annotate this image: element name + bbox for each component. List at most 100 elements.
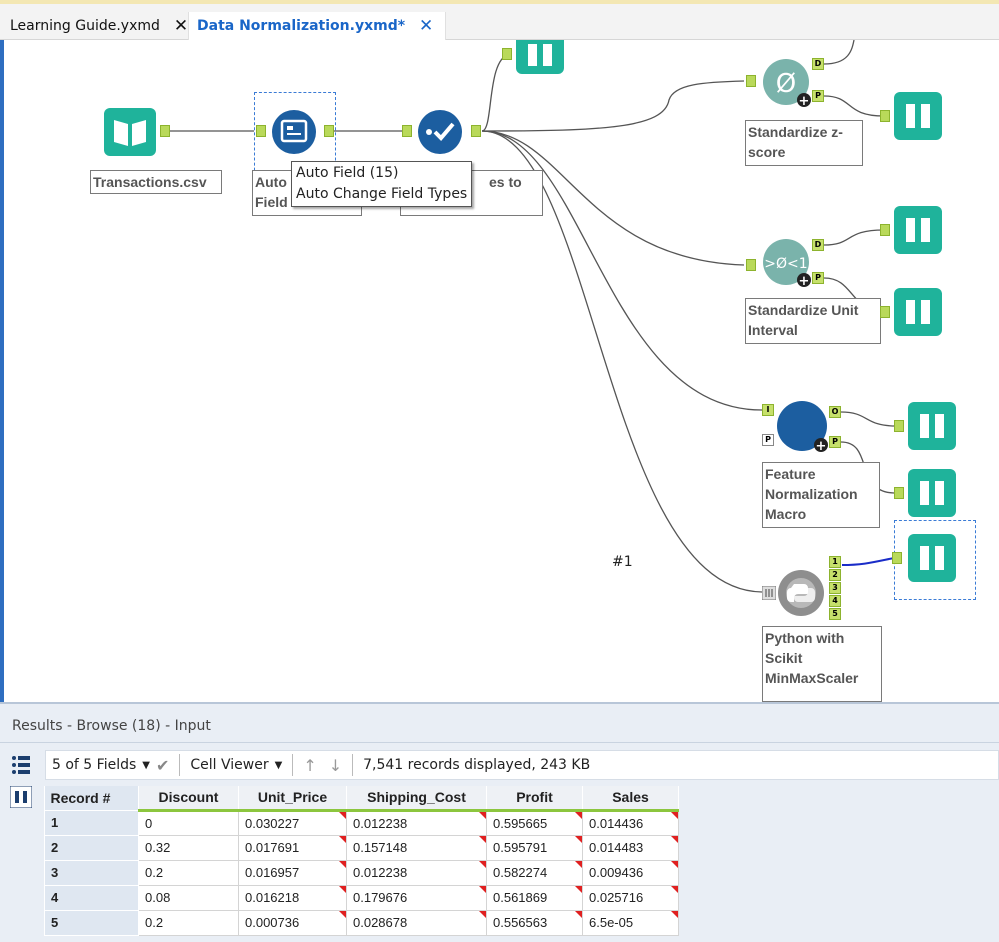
cell-sales[interactable]: 0.014483 xyxy=(583,835,679,860)
input-anchor[interactable] xyxy=(746,75,756,87)
cell-unit-price[interactable]: 0.000736 xyxy=(239,910,347,935)
browse-tool-selected[interactable] xyxy=(908,534,956,586)
cell-discount[interactable]: 0.2 xyxy=(139,910,239,935)
binoculars-icon xyxy=(908,534,956,582)
cell-discount[interactable]: 0.2 xyxy=(139,860,239,885)
svg-text:+: + xyxy=(816,439,827,454)
input-data-tool[interactable] xyxy=(104,108,156,160)
python-tool[interactable] xyxy=(776,568,826,622)
browse-tool[interactable] xyxy=(894,288,942,340)
input-anchor[interactable] xyxy=(880,224,890,236)
p-anchor[interactable]: P xyxy=(762,434,774,446)
table-row[interactable]: 3 0.2 0.016957 0.012238 0.582274 0.00943… xyxy=(45,860,679,885)
standardize-zscore-tool[interactable]: Ø + xyxy=(762,58,814,114)
p-anchor[interactable]: P xyxy=(812,90,824,102)
cell-profit[interactable]: 0.582274 xyxy=(487,860,583,885)
cell-shipping-cost[interactable]: 0.012238 xyxy=(347,810,487,835)
input-anchor[interactable] xyxy=(894,420,904,432)
binoculars-icon xyxy=(894,288,942,336)
arrow-down-icon[interactable]: ↓ xyxy=(323,751,348,779)
d-anchor[interactable]: D xyxy=(812,58,824,70)
select-tool[interactable] xyxy=(416,108,464,160)
cell-shipping-cost[interactable]: 0.028678 xyxy=(347,910,487,935)
workflow-canvas[interactable]: Transactions.csv Auto Field es to Auto F… xyxy=(0,40,999,702)
cell-unit-price[interactable]: 0.016957 xyxy=(239,860,347,885)
cell-unit-price[interactable]: 0.030227 xyxy=(239,810,347,835)
i-anchor[interactable]: I xyxy=(762,404,774,416)
cell-sales[interactable]: 0.014436 xyxy=(583,810,679,835)
python-input-anchor[interactable] xyxy=(762,586,776,604)
table-row[interactable]: 1 0 0.030227 0.012238 0.595665 0.014436 xyxy=(45,810,679,835)
macro-tool[interactable]: + xyxy=(776,400,832,460)
output-anchor[interactable] xyxy=(160,125,170,137)
cell-profit[interactable]: 0.556563 xyxy=(487,910,583,935)
svg-text:Ø: Ø xyxy=(776,69,796,99)
input-anchor[interactable] xyxy=(256,125,266,137)
cell-profit[interactable]: 0.595665 xyxy=(487,810,583,835)
column-header-discount[interactable]: Discount xyxy=(139,786,239,810)
cell-unit-price[interactable]: 0.017691 xyxy=(239,835,347,860)
browse-tool[interactable] xyxy=(516,40,564,78)
table-row[interactable]: 5 0.2 0.000736 0.028678 0.556563 6.5e-05 xyxy=(45,910,679,935)
cell-unit-price[interactable]: 0.016218 xyxy=(239,885,347,910)
cell-viewer-dropdown[interactable]: Cell Viewer ▼ xyxy=(184,751,288,779)
column-header-unit-price[interactable]: Unit_Price xyxy=(239,786,347,810)
output-anchor-2[interactable]: 2 xyxy=(829,569,841,581)
table-row[interactable]: 4 0.08 0.016218 0.179676 0.561869 0.0257… xyxy=(45,885,679,910)
output-anchor-4[interactable]: 4 xyxy=(829,595,841,607)
cell-discount[interactable]: 0.32 xyxy=(139,835,239,860)
column-header-shipping-cost[interactable]: Shipping_Cost xyxy=(347,786,487,810)
input-anchor[interactable] xyxy=(402,125,412,137)
browse-tool[interactable] xyxy=(908,469,956,521)
column-header-sales[interactable]: Sales xyxy=(583,786,679,810)
fields-dropdown[interactable]: 5 of 5 Fields ▼ ✔ xyxy=(46,751,175,779)
input-anchor[interactable] xyxy=(746,259,756,271)
binoculars-icon xyxy=(516,40,564,74)
auto-field-tool[interactable] xyxy=(270,108,318,160)
cell-profit[interactable]: 0.595791 xyxy=(487,835,583,860)
cell-discount[interactable]: 0 xyxy=(139,810,239,835)
output-anchor[interactable] xyxy=(324,125,334,137)
output-anchor[interactable] xyxy=(471,125,481,137)
column-header-record[interactable]: Record # xyxy=(45,786,139,810)
header-row: Record # Discount Unit_Price Shipping_Co… xyxy=(45,786,679,810)
d-anchor[interactable]: D xyxy=(812,239,824,251)
output-anchor-1[interactable]: 1 xyxy=(829,556,841,568)
cell-profit[interactable]: 0.561869 xyxy=(487,885,583,910)
table-row[interactable]: 2 0.32 0.017691 0.157148 0.595791 0.0144… xyxy=(45,835,679,860)
cell-shipping-cost[interactable]: 0.012238 xyxy=(347,860,487,885)
browse-tool[interactable] xyxy=(894,92,942,144)
binoculars-icon[interactable] xyxy=(10,786,32,808)
input-anchor[interactable] xyxy=(880,306,890,318)
browse-tool[interactable] xyxy=(894,206,942,258)
checkmark-icon[interactable]: ✔ xyxy=(156,756,169,775)
cell-sales[interactable]: 0.025716 xyxy=(583,885,679,910)
close-icon[interactable]: ✕ xyxy=(174,16,188,36)
cell-shipping-cost[interactable]: 0.157148 xyxy=(347,835,487,860)
cell-sales[interactable]: 0.009436 xyxy=(583,860,679,885)
list-view-icon[interactable] xyxy=(10,752,32,778)
separator xyxy=(179,754,180,776)
input-anchor[interactable] xyxy=(894,487,904,499)
output-anchor-3[interactable]: 3 xyxy=(829,582,841,594)
tab-data-normalization[interactable]: Data Normalization.yxmd* ✕ xyxy=(188,12,446,40)
output-anchor-5[interactable]: 5 xyxy=(829,608,841,620)
column-header-profit[interactable]: Profit xyxy=(487,786,583,810)
standardize-unit-tool[interactable]: >Ø<1 + xyxy=(762,238,814,294)
p-anchor[interactable]: P xyxy=(829,436,841,448)
results-toolbar: 5 of 5 Fields ▼ ✔ Cell Viewer ▼ ↑ ↓ 7,54… xyxy=(45,750,999,780)
input-anchor[interactable] xyxy=(502,48,512,60)
browse-tool[interactable] xyxy=(908,402,956,454)
macro-icon: + xyxy=(776,400,832,456)
cell-sales[interactable]: 6.5e-05 xyxy=(583,910,679,935)
input-anchor[interactable] xyxy=(880,110,890,122)
cell-shipping-cost[interactable]: 0.179676 xyxy=(347,885,487,910)
p-anchor[interactable]: P xyxy=(812,272,824,284)
close-icon[interactable]: ✕ xyxy=(419,16,433,36)
o-anchor[interactable]: O xyxy=(829,406,841,418)
input-anchor[interactable] xyxy=(892,552,902,564)
tab-learning-guide[interactable]: Learning Guide.yxmd ✕ xyxy=(10,12,188,40)
arrow-up-icon[interactable]: ↑ xyxy=(297,751,322,779)
cell-discount[interactable]: 0.08 xyxy=(139,885,239,910)
macro-label: Feature Normalization Macro xyxy=(762,462,880,528)
